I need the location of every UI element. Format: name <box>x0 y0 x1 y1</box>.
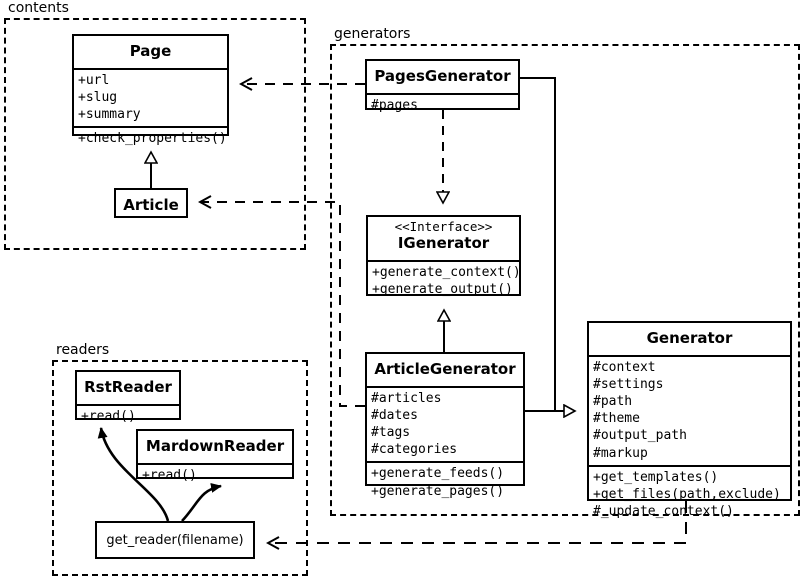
class-generator-operations: +get_templates() +get_files(path,exclude… <box>589 464 790 523</box>
class-rstreader-name: RstReader <box>84 378 172 396</box>
class-box-pagesgenerator[interactable]: PagesGenerator #pages <box>365 59 520 113</box>
function-box-get-reader[interactable]: get_reader(filename) <box>95 521 255 559</box>
class-pagesgenerator-name: PagesGenerator <box>374 67 511 85</box>
class-page-attribute: +summary <box>78 107 141 123</box>
package-contents: contents <box>4 1 306 250</box>
class-articlegenerator-attribute: #tags <box>371 425 411 441</box>
package-contents-label: contents <box>6 0 71 16</box>
class-rstreader-operations: +read() <box>77 403 179 428</box>
package-contents-border <box>4 18 306 250</box>
class-box-articlegenerator[interactable]: ArticleGenerator #articles #dates #tags … <box>365 352 525 499</box>
class-articlegenerator-attribute: #dates <box>371 407 418 423</box>
function-get-reader-label: get_reader(filename) <box>106 532 244 548</box>
class-page-attribute: +slug <box>78 89 118 105</box>
class-box-mardownreader[interactable]: MardownReader +read() <box>136 429 294 483</box>
class-articlegenerator-operations: +generate_feeds() +generate_pages() <box>367 461 523 502</box>
class-article-header: Article <box>116 190 186 222</box>
class-articlegenerator-attributes: #articles #dates #tags #categories <box>367 385 523 462</box>
class-box-rstreader[interactable]: RstReader +read() <box>75 370 181 424</box>
class-articlegenerator-operation: +generate_feeds() <box>371 466 505 482</box>
class-articlegenerator-name: ArticleGenerator <box>374 360 516 378</box>
class-generator-attribute: #context <box>593 359 656 375</box>
class-page-attributes: +url +slug +summary <box>74 67 227 126</box>
class-page-operations: +check_properties() <box>74 126 227 150</box>
class-box-page[interactable]: Page +url +slug +summary +check_properti… <box>72 34 229 146</box>
class-igenerator-header: <<Interface>> IGenerator <box>368 217 519 260</box>
class-pagesgenerator-attributes: #pages <box>367 92 518 117</box>
class-articlegenerator-attribute: #articles <box>371 390 442 406</box>
class-generator-attribute: #output_path <box>593 428 687 444</box>
package-generators-label: generators <box>332 26 413 42</box>
class-box-igenerator[interactable]: <<Interface>> IGenerator +generate_conte… <box>366 215 521 297</box>
class-igenerator-stereotype: <<Interface>> <box>394 219 493 234</box>
class-articlegenerator-operation: +generate_pages() <box>371 483 505 499</box>
class-generator-header: Generator <box>589 323 790 355</box>
class-igenerator-operations: +generate_context() +generate_output() <box>368 259 521 301</box>
class-rstreader-operation: +read() <box>81 408 136 424</box>
class-igenerator-operation: +generate_context() <box>372 264 521 280</box>
class-rstreader-header: RstReader <box>77 372 179 404</box>
class-generator-operation: +get_files(path,exclude) <box>593 486 781 502</box>
class-mardownreader-operations: +read() <box>138 462 292 487</box>
package-readers: readers <box>52 343 308 576</box>
class-generator-operation: +get_templates() <box>593 469 719 485</box>
class-page-name: Page <box>129 42 172 60</box>
class-generator-name: Generator <box>646 329 733 347</box>
class-generator-operation: #_update_context() <box>593 504 734 519</box>
class-page-header: Page <box>74 36 227 68</box>
class-article-name: Article <box>123 196 179 214</box>
class-box-generator[interactable]: Generator #context #settings #path #them… <box>587 321 792 519</box>
class-generator-attribute: #markup <box>593 445 648 461</box>
class-igenerator-operation: +generate_output() <box>372 281 513 297</box>
package-readers-border <box>52 360 308 576</box>
class-page-operation: +check_properties() <box>78 131 227 147</box>
class-articlegenerator-header: ArticleGenerator <box>367 354 523 386</box>
class-generator-attribute: #theme <box>593 411 640 427</box>
class-mardownreader-operation: +read() <box>142 467 197 483</box>
class-pagesgenerator-attribute: #pages <box>371 97 418 113</box>
class-generator-attribute: #path <box>593 394 633 410</box>
class-generator-attributes: #context #settings #path #theme #output_… <box>589 354 790 465</box>
class-mardownreader-name: MardownReader <box>145 437 285 455</box>
package-readers-label: readers <box>54 342 112 358</box>
class-igenerator-name: IGenerator <box>397 234 490 252</box>
class-generator-attribute: #settings <box>593 376 664 392</box>
class-mardownreader-header: MardownReader <box>138 431 292 463</box>
class-box-article[interactable]: Article <box>114 188 188 218</box>
class-page-attribute: +url <box>78 72 110 88</box>
class-articlegenerator-attribute: #categories <box>371 442 458 458</box>
class-pagesgenerator-header: PagesGenerator <box>367 61 518 93</box>
